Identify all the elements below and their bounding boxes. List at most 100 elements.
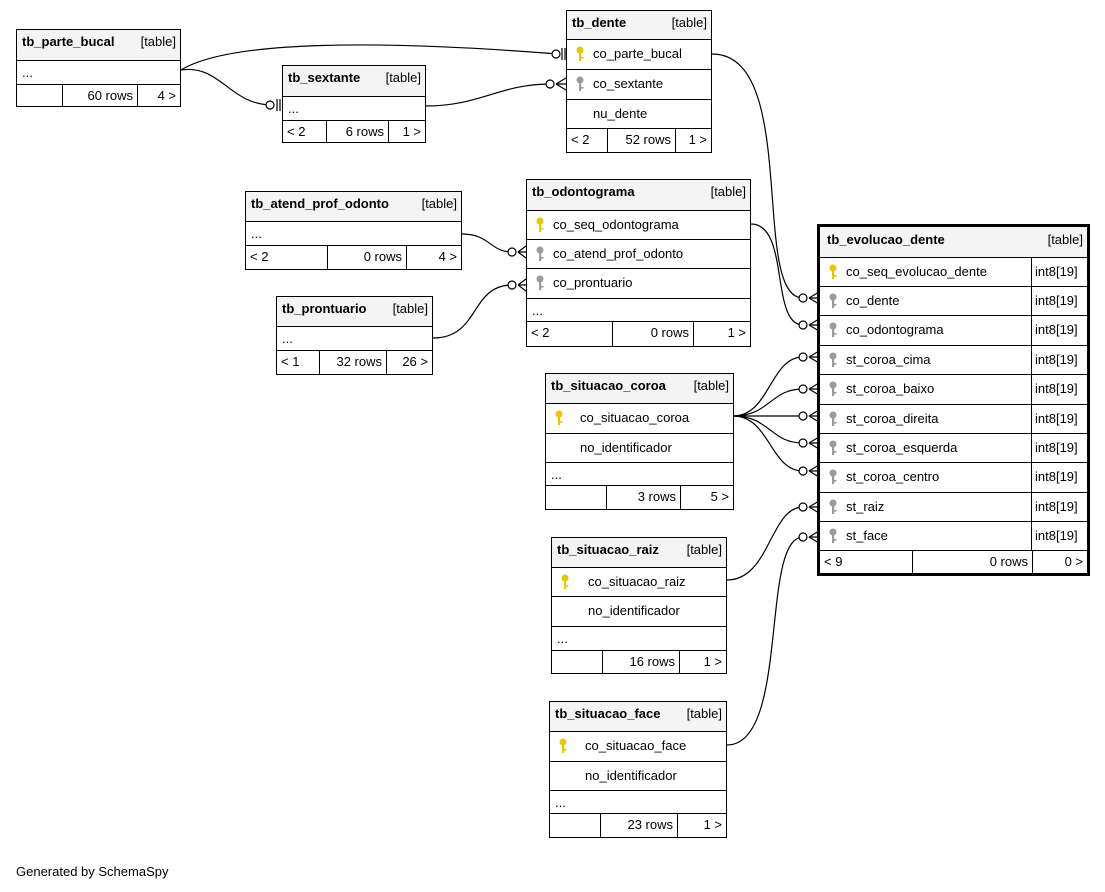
column-row[interactable]: st_coroa_direita int8[19] — [820, 404, 1087, 433]
column-row[interactable]: co_situacao_face — [550, 731, 726, 761]
foreign-key-icon — [829, 411, 837, 426]
row-count: 0 rows — [328, 246, 407, 269]
table-header: tb_parte_bucal [table] — [17, 30, 180, 60]
column-row[interactable]: co_situacao_coroa — [546, 403, 733, 433]
table-tb-situacao-face[interactable]: tb_situacao_face [table] co_situacao_fac… — [549, 701, 727, 838]
edge-sextante-dente — [425, 83, 551, 107]
foreign-key-icon — [536, 275, 544, 290]
foreign-key-icon — [536, 246, 544, 261]
table-type: [table] — [693, 378, 729, 393]
next-count: 5 > — [710, 489, 729, 504]
edge-dente-evolucao — [711, 53, 804, 299]
table-name: tb_situacao_face — [555, 706, 661, 721]
table-type: [table] — [140, 34, 176, 49]
column-name: st_coroa_cima — [846, 352, 931, 367]
table-tb-dente[interactable]: tb_dente [table] co_parte_bucal co_sexta… — [566, 10, 712, 153]
table-name: tb_dente — [572, 15, 627, 30]
table-type: [table] — [385, 70, 421, 85]
column-type: int8[19] — [1031, 258, 1087, 286]
table-name: tb_parte_bucal — [22, 34, 115, 49]
column-name: st_face — [846, 528, 888, 543]
table-name: tb_atend_prof_odonto — [251, 196, 389, 211]
table-footer: 3 rows 5 > — [546, 485, 733, 509]
prev-count: < 9 — [820, 551, 913, 573]
table-type: [table] — [686, 706, 722, 721]
column-row[interactable]: co_atend_prof_odonto — [527, 239, 750, 268]
column-type: int8[19] — [1031, 522, 1087, 550]
prev-count: < 1 — [277, 351, 320, 374]
table-footer: < 2 0 rows 4 > — [246, 245, 461, 269]
column-row[interactable]: co_odontograma int8[19] — [820, 315, 1087, 345]
table-type: [table] — [421, 196, 457, 211]
prev-count: < 2 — [567, 129, 608, 152]
edge-face — [726, 536, 804, 746]
column-row[interactable]: no_identificador — [550, 761, 726, 790]
table-footer: < 9 0 rows 0 > — [820, 550, 1087, 573]
column-row[interactable]: no_identificador — [552, 596, 726, 626]
ellipsis-row: ... — [546, 462, 733, 485]
column-row[interactable]: co_sextante — [567, 69, 711, 99]
foreign-key-icon — [576, 76, 584, 91]
column-row[interactable]: st_coroa_esquerda int8[19] — [820, 433, 1087, 462]
next-count: 1 > — [703, 654, 722, 669]
table-tb-odontograma[interactable]: tb_odontograma [table] co_seq_odontogram… — [526, 179, 751, 347]
column-row[interactable]: co_parte_bucal — [567, 39, 711, 69]
column-name: co_situacao_raiz — [588, 574, 686, 589]
column-row[interactable]: st_face int8[19] — [820, 521, 1087, 550]
ellipsis-row: ... — [277, 326, 432, 350]
table-header: tb_situacao_raiz [table] — [552, 538, 726, 567]
column-name: co_situacao_coroa — [580, 410, 690, 425]
column-row[interactable]: no_identificador — [546, 433, 733, 462]
table-type: [table] — [1047, 232, 1083, 247]
row-count: 3 rows — [607, 486, 681, 509]
next-count: 1 > — [727, 325, 746, 340]
column-row[interactable]: co_dente int8[19] — [820, 286, 1087, 315]
next-count: 1 > — [703, 817, 722, 832]
column-name: no_identificador — [585, 768, 677, 783]
table-name: tb_odontograma — [532, 184, 635, 199]
table-footer: 23 rows 1 > — [550, 813, 726, 837]
column-name: nu_dente — [593, 106, 648, 121]
column-name: co_prontuario — [553, 275, 633, 290]
next-count: 1 > — [688, 132, 707, 147]
table-footer: < 2 0 rows 1 > — [527, 321, 750, 346]
table-tb-prontuario[interactable]: tb_prontuario [table] ... < 1 32 rows 26… — [276, 296, 433, 375]
row-count: 32 rows — [320, 351, 387, 374]
table-tb-parte-bucal[interactable]: tb_parte_bucal [table] ... 60 rows 4 > — [16, 29, 181, 107]
table-footer: < 2 6 rows 1 > — [283, 120, 425, 142]
edge-coroa-baixo — [732, 388, 804, 417]
row-count: 60 rows — [63, 85, 138, 106]
table-header: tb_evolucao_dente [table] — [820, 227, 1087, 257]
foreign-key-icon — [829, 440, 837, 455]
table-type: [table] — [671, 15, 707, 30]
column-row[interactable]: nu_dente — [567, 99, 711, 128]
table-header: tb_prontuario [table] — [277, 297, 432, 326]
table-tb-situacao-raiz[interactable]: tb_situacao_raiz [table] co_situacao_rai… — [551, 537, 727, 674]
prev-count: < 2 — [283, 121, 327, 142]
table-tb-evolucao-dente[interactable]: tb_evolucao_dente [table] co_seq_evoluca… — [817, 224, 1090, 576]
column-row[interactable]: co_seq_evolucao_dente int8[19] — [820, 257, 1087, 286]
row-count: 0 rows — [613, 322, 694, 346]
primary-key-icon — [829, 264, 837, 279]
primary-key-icon — [559, 738, 567, 753]
ellipsis-row: ... — [552, 626, 726, 650]
column-name: co_dente — [846, 293, 900, 308]
column-row[interactable]: co_situacao_raiz — [552, 567, 726, 596]
row-count: 16 rows — [603, 651, 680, 673]
column-row[interactable]: st_coroa_cima int8[19] — [820, 345, 1087, 374]
foreign-key-icon — [829, 499, 837, 514]
column-row[interactable]: st_raiz int8[19] — [820, 492, 1087, 521]
column-row[interactable]: st_coroa_baixo int8[19] — [820, 374, 1087, 404]
primary-key-icon — [536, 217, 544, 232]
next-count: 0 > — [1064, 554, 1083, 569]
column-row[interactable]: co_seq_odontograma — [527, 210, 750, 239]
table-tb-situacao-coroa[interactable]: tb_situacao_coroa [table] co_situacao_co… — [545, 373, 734, 510]
column-row[interactable]: co_prontuario — [527, 268, 750, 298]
table-footer: 60 rows 4 > — [17, 84, 180, 106]
table-tb-sextante[interactable]: tb_sextante [table] ... < 2 6 rows 1 > — [282, 65, 426, 143]
table-tb-atend-prof-odonto[interactable]: tb_atend_prof_odonto [table] ... < 2 0 r… — [245, 191, 462, 270]
next-count: 4 > — [157, 88, 176, 103]
column-row[interactable]: st_coroa_centro int8[19] — [820, 462, 1087, 492]
row-count: 6 rows — [327, 121, 389, 142]
column-name: st_coroa_baixo — [846, 381, 935, 396]
